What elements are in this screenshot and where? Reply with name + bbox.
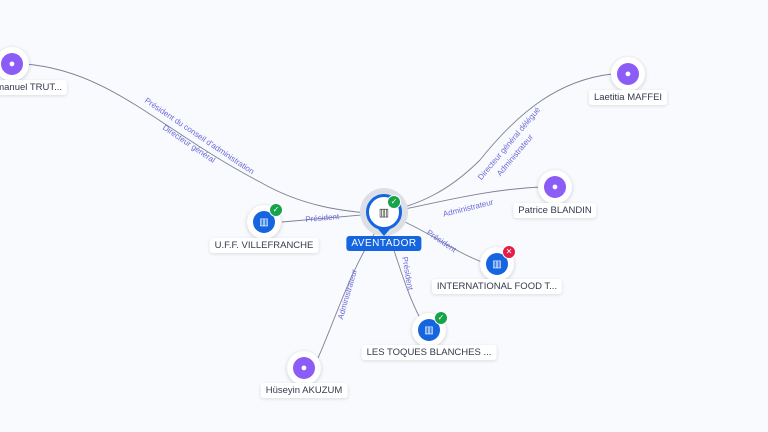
building-icon: ▥: [492, 258, 502, 270]
label-emmanuel[interactable]: Emmanuel TRUT...: [0, 80, 68, 95]
label-uff[interactable]: U.F.F. VILLEFRANCHE: [209, 238, 319, 253]
building-icon: ▥: [259, 216, 269, 228]
label-patrice[interactable]: Patrice BLANDIN: [513, 203, 597, 218]
node-toques[interactable]: ▥✓: [412, 311, 448, 347]
center-label[interactable]: AVENTADOR: [346, 236, 422, 251]
label-huseyin[interactable]: Hüseyin AKUZUM: [260, 383, 348, 398]
active-badge-icon: ✓: [387, 195, 401, 209]
label-intl[interactable]: INTERNATIONAL FOOD T...: [431, 279, 563, 294]
label-laetitia[interactable]: Laetitia MAFFEI: [588, 90, 668, 105]
active-badge-icon: ✓: [434, 311, 448, 325]
person-icon: ●: [300, 362, 308, 374]
building-icon: ▥: [378, 206, 390, 219]
person-icon: ●: [624, 68, 632, 80]
node-intl[interactable]: ▥✕: [480, 245, 516, 281]
node-uff[interactable]: ▥✓: [247, 203, 283, 239]
building-icon: ▥: [424, 324, 434, 336]
edge-emmanuel: [23, 63, 385, 215]
label-toques[interactable]: LES TOQUES BLANCHES ...: [361, 345, 497, 360]
active-badge-icon: ✓: [269, 203, 283, 217]
node-patrice[interactable]: ●: [538, 170, 572, 204]
edge-laetitia: [383, 73, 613, 213]
person-icon: ●: [551, 181, 559, 193]
node-laetitia[interactable]: ●: [611, 57, 645, 91]
closed-badge-icon: ✕: [502, 245, 516, 259]
person-icon: ●: [8, 58, 16, 70]
center-node[interactable]: ▥ ✓: [366, 194, 402, 230]
node-emmanuel[interactable]: ●: [0, 47, 29, 81]
node-huseyin[interactable]: ●: [287, 351, 321, 385]
